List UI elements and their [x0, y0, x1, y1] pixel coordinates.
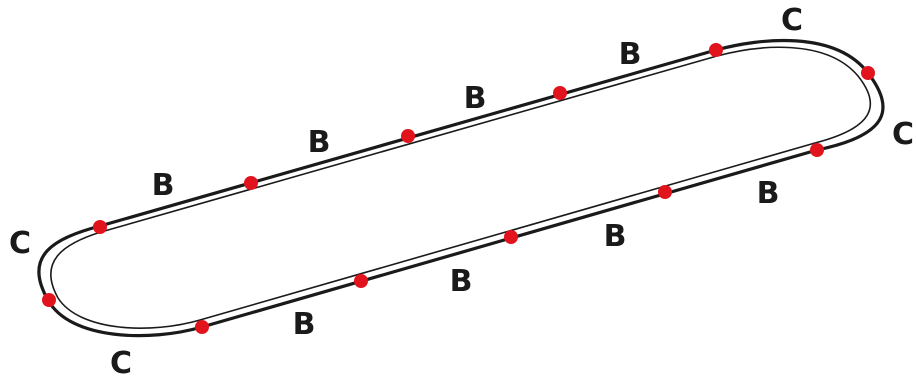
- segment-label-c1: C: [781, 3, 803, 38]
- track-joint: [709, 43, 723, 57]
- segment-label-c4: C: [110, 346, 132, 377]
- track-joint: [553, 86, 567, 100]
- segment-label-c3: C: [9, 226, 31, 261]
- track-joint: [244, 176, 258, 190]
- segment-label-c2: C: [892, 117, 914, 152]
- track-joint: [195, 320, 209, 334]
- track-joint: [42, 293, 56, 307]
- segment-label-b2: B: [308, 125, 331, 160]
- track-joint: [93, 220, 107, 234]
- segment-label-b3: B: [464, 81, 487, 116]
- segment-label-b6: B: [604, 219, 627, 254]
- segment-label-b1: B: [152, 168, 175, 203]
- track-inner-rail: [50, 46, 872, 329]
- segment-label-b8: B: [293, 307, 316, 342]
- track-joint: [861, 66, 875, 80]
- segment-labels: B B B B B B B B C C C C: [9, 3, 914, 377]
- track-joint: [401, 129, 415, 143]
- segment-label-b4: B: [619, 37, 642, 72]
- segment-label-b5: B: [757, 176, 780, 211]
- track-joint: [810, 143, 824, 157]
- track-joint: [504, 230, 518, 244]
- track-joints: [42, 43, 875, 334]
- track-joint: [354, 274, 368, 288]
- segment-label-b7: B: [450, 264, 473, 299]
- track-joint: [658, 185, 672, 199]
